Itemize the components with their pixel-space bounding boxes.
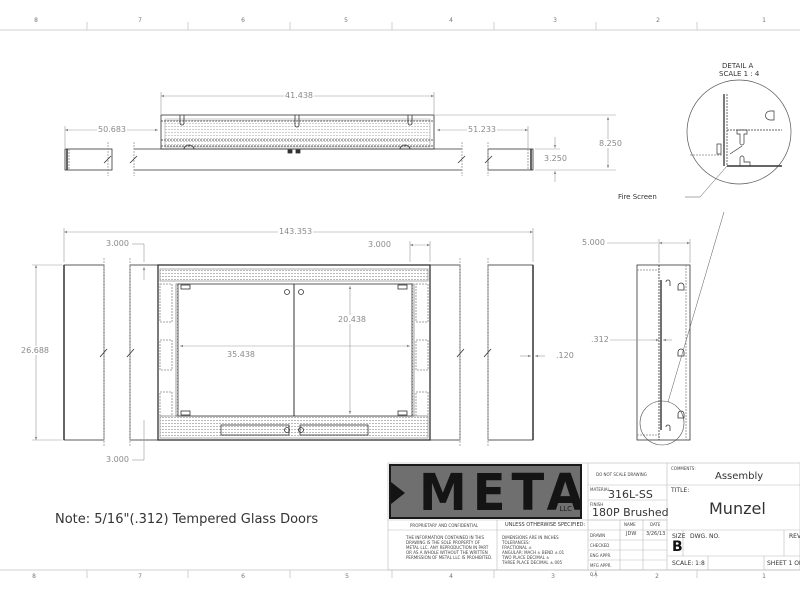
proprietary-text: THE INFORMATION CONTAINED IN THIS DRAWIN… <box>406 535 493 560</box>
fire-screen-callout: Fire Screen <box>618 193 657 201</box>
logo-arrow-icon <box>391 482 405 504</box>
eng-appr-label: ENG APPR. <box>590 553 612 558</box>
dim-overall-height: 26.688 <box>20 346 50 355</box>
drawn-label: DRAWN <box>590 533 606 538</box>
zone-label-top: 7 <box>138 17 142 24</box>
drawn-name: JDW <box>626 531 637 537</box>
zone-label-bottom: 3 <box>551 573 555 580</box>
finish-label: FINISH <box>590 502 604 507</box>
dim-overall-width: 143.353 <box>278 227 314 236</box>
dim-bottom-return: 3.000 <box>105 455 130 464</box>
tolerance-line: ANGULAR: MACH ± BEND ±.01 <box>502 550 565 555</box>
zone-label-top: 6 <box>241 17 245 24</box>
zone-label-top: 1 <box>762 17 766 24</box>
side-view-dimensions <box>607 239 691 342</box>
dim-height-total: 8.250 <box>598 139 623 148</box>
tolerance-line: DIMENSIONS ARE IN INCHES <box>502 535 559 540</box>
logo-suffix: LLC <box>559 505 572 513</box>
rev-label: REV <box>789 533 800 540</box>
dim-right-break: 51.233 <box>467 125 497 134</box>
finish-value: 180P Brushed <box>592 506 669 519</box>
zone-label-bottom: 6 <box>241 573 245 580</box>
name-header: NAME <box>624 522 636 527</box>
dim-depth: 5.000 <box>581 238 606 247</box>
proprietary-header: PROPRIETARY AND CONFIDENTIAL <box>410 523 479 528</box>
front-view <box>63 258 534 446</box>
tolerance-lines: DIMENSIONS ARE IN INCHES TOLERANCES: FRA… <box>502 535 564 565</box>
zone-label-bottom: 5 <box>345 573 349 580</box>
size-value: B <box>672 539 683 555</box>
glass-door-note: Note: 5/16"(.312) Tempered Glass Doors <box>55 512 319 527</box>
tolerance-line: TOLERANCES: <box>502 540 530 545</box>
material-label: MATERIAL <box>590 487 610 492</box>
detail-a-view <box>685 79 792 198</box>
zone-label-bottom: 1 <box>762 573 766 580</box>
logo-text: METAL <box>419 464 580 519</box>
dwg-no-label: DWG. NO. <box>690 533 720 540</box>
detail-title: DETAIL A <box>722 62 754 70</box>
comments-label: COMMENTS: <box>671 466 696 471</box>
title-label: TITLE: <box>671 487 690 494</box>
dim-glass-thickness: .312 <box>590 335 610 344</box>
mfg-appr-label: MFG APPR. <box>590 563 612 568</box>
zone-label-bottom: 7 <box>138 573 142 580</box>
tolerance-line: TWO PLACE DECIMAL ± <box>502 555 550 560</box>
tolerance-header: UNLESS OTHERWISE SPECIFIED: <box>505 522 586 528</box>
company-logo: METAL LLC <box>389 464 582 519</box>
zone-label-top: 2 <box>656 17 660 24</box>
do-not-scale-label: DO NOT SCALE DRAWING <box>596 472 647 477</box>
dim-side-thickness: .120 <box>555 351 575 360</box>
checked-label: CHECKED <box>590 543 610 548</box>
tolerance-line: FRACTIONAL ± <box>502 545 532 550</box>
tolerance-line: THREE PLACE DECIMAL ±.005 <box>502 560 563 565</box>
detail-scale: SCALE 1 : 4 <box>719 70 760 78</box>
material-value: 316L-SS <box>608 488 653 501</box>
zone-label-bottom: 2 <box>655 573 659 580</box>
dim-opening-width: 35.438 <box>226 350 256 359</box>
drawn-date: 3/26/13 <box>646 531 666 537</box>
sheet-label: SHEET 1 OF 1 <box>767 560 800 567</box>
zone-label-bottom: 4 <box>449 573 453 580</box>
dim-left-break: 50.683 <box>97 125 127 134</box>
zone-label-top: 8 <box>34 17 38 24</box>
dim-height-small: 3.250 <box>543 154 568 163</box>
title-block-grid <box>387 462 800 571</box>
dim-top-overall: 41.438 <box>284 91 314 100</box>
dim-opening-height: 20.438 <box>337 315 367 324</box>
drawing-title: Munzel <box>709 499 766 518</box>
zone-label-bottom: 8 <box>32 573 36 580</box>
top-view <box>64 114 534 176</box>
date-header: DATE <box>650 522 661 527</box>
dim-right-return: 3.000 <box>367 240 392 249</box>
comments-value: Assembly <box>715 471 764 482</box>
zone-label-top: 4 <box>449 17 453 24</box>
zone-label-top: 3 <box>553 17 557 24</box>
scale-label: SCALE: 1:8 <box>672 560 705 567</box>
dim-left-return: 3.000 <box>105 239 130 248</box>
qa-label: Q.A. <box>590 572 599 577</box>
size-label: SIZE <box>672 533 686 540</box>
zone-label-top: 5 <box>344 17 348 24</box>
side-view <box>636 211 725 446</box>
